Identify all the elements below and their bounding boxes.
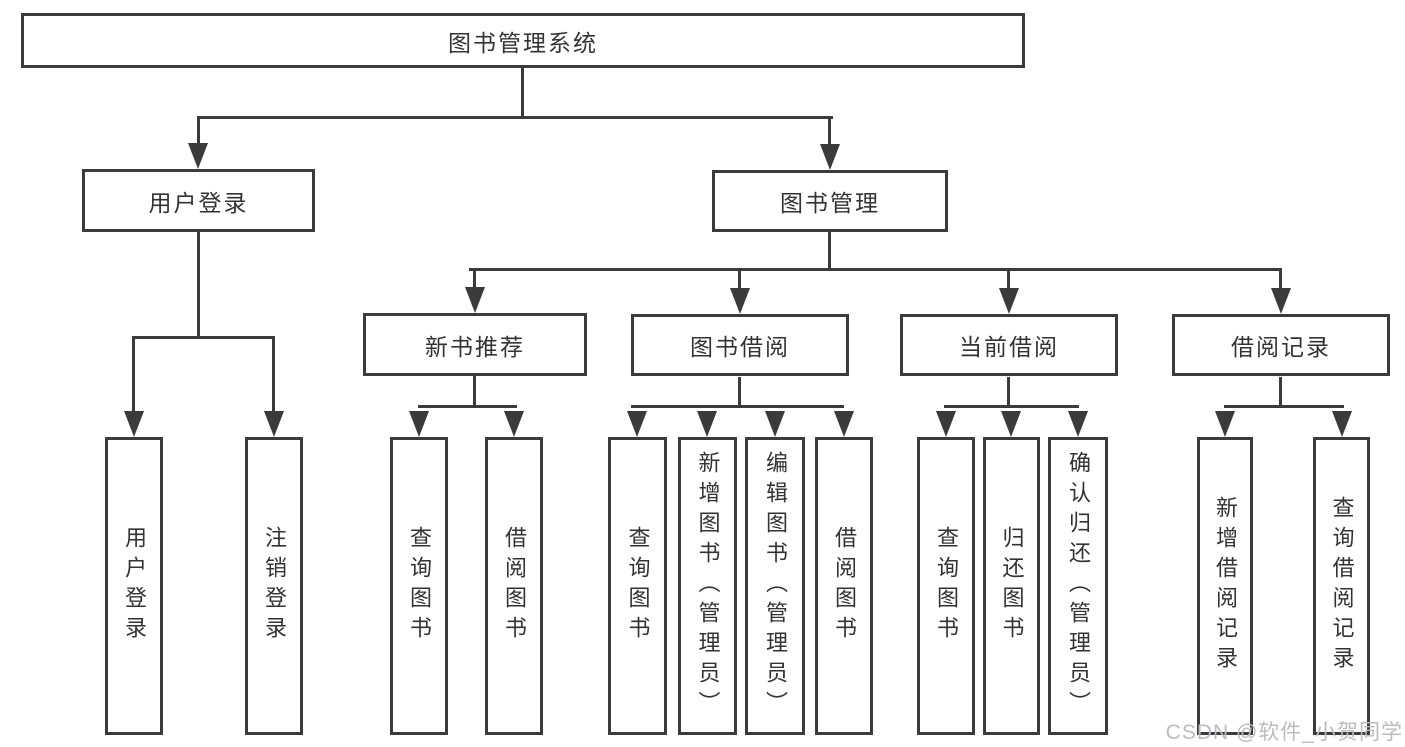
node-label: 确认归还（管理员） [1066, 451, 1091, 721]
connector-stem [1007, 271, 1010, 289]
node-new-book-recommendation: 新书推荐 [363, 313, 587, 376]
leaf-return-books: 归还图书 [983, 437, 1040, 735]
leaf-logout: 注销登录 [245, 437, 303, 735]
node-book-borrowing: 图书借阅 [631, 314, 849, 376]
arrow-down-icon [627, 411, 647, 437]
arrow-down-icon [504, 411, 524, 437]
connector-stem [828, 232, 831, 270]
connector-group2-bar [418, 405, 517, 408]
connector-level3-bar [469, 268, 1282, 271]
connector-group5-bar [1224, 405, 1344, 408]
csdn-watermark: CSDN @软件_小贺同学 [1165, 721, 1403, 744]
arrow-down-icon [409, 411, 429, 437]
arrow-down-icon [1215, 411, 1235, 437]
arrow-down-icon [820, 144, 840, 170]
connector-root-stem [521, 68, 524, 119]
node-label: 借阅记录 [1231, 334, 1331, 360]
arrow-down-icon [264, 411, 284, 437]
node-label: 注销登录 [262, 526, 287, 646]
leaf-query-books: 查询图书 [390, 437, 448, 735]
connector-stem [1279, 271, 1282, 289]
arrow-down-icon [936, 411, 956, 437]
leaf-add-books-admin: 新增图书（管理员） [678, 437, 737, 735]
leaf-user-login: 用户登录 [105, 437, 163, 735]
arrow-down-icon [465, 287, 485, 313]
arrow-down-icon [1001, 411, 1021, 437]
node-label: 新增借阅记录 [1213, 496, 1238, 676]
connector-stem [828, 119, 831, 146]
node-label: 新书推荐 [425, 333, 525, 360]
arrow-down-icon [1332, 411, 1352, 437]
node-current-borrowing: 当前借阅 [900, 314, 1118, 376]
node-book-management: 图书管理 [712, 170, 948, 232]
connector-stem [473, 376, 476, 405]
node-label: 编辑图书（管理员） [763, 451, 788, 721]
arrow-down-icon [765, 411, 785, 437]
arrow-down-icon [834, 411, 854, 437]
leaf-borrow-books: 借阅图书 [485, 437, 543, 735]
node-label: 借阅图书 [832, 526, 857, 646]
node-label: 查询图书 [934, 526, 959, 646]
connector-stem [197, 232, 200, 336]
leaf-confirm-return-admin: 确认归还（管理员） [1048, 437, 1108, 735]
connector-stem [1279, 377, 1282, 405]
connector-stem [738, 271, 741, 289]
arrow-down-icon [697, 411, 717, 437]
connector-group3-bar [631, 405, 844, 408]
connector-stem [1007, 377, 1010, 405]
connector-stem [132, 339, 135, 412]
leaf-edit-books-admin: 编辑图书（管理员） [745, 437, 805, 735]
leaf-query-borrow-record: 查询借阅记录 [1313, 437, 1370, 735]
node-label: 新增图书（管理员） [695, 451, 721, 721]
node-label: 借阅图书 [502, 526, 527, 646]
node-label: 图书借阅 [690, 334, 790, 360]
connector-level2-bar [197, 116, 833, 119]
arrow-down-icon [1068, 411, 1088, 437]
node-label: 归还图书 [999, 526, 1025, 646]
arrow-down-icon [188, 143, 208, 169]
leaf-add-borrow-record: 新增借阅记录 [1197, 437, 1253, 735]
arrow-down-icon [999, 288, 1019, 314]
node-user-login: 用户登录 [82, 169, 315, 232]
connector-stem [473, 271, 476, 289]
node-label: 图书管理 [780, 190, 880, 216]
connector-stem [738, 377, 741, 405]
node-borrowing-records: 借阅记录 [1172, 314, 1390, 376]
leaf-borrow-books: 借阅图书 [815, 437, 873, 735]
leaf-query-books: 查询图书 [917, 437, 975, 735]
node-label: 用户登录 [148, 189, 249, 216]
node-label: 用户登录 [122, 526, 147, 646]
connector-stem [197, 119, 200, 146]
node-label: 查询借阅记录 [1329, 496, 1355, 676]
node-label: 查询图书 [625, 526, 651, 646]
connector-group4-bar [944, 405, 1079, 408]
arrow-down-icon [730, 288, 750, 314]
connector-stem [272, 339, 275, 412]
node-label: 查询图书 [407, 526, 432, 646]
connector-group1-bar [132, 336, 275, 339]
arrow-down-icon [1271, 288, 1291, 314]
node-root-library-system: 图书管理系统 [21, 13, 1025, 68]
arrow-down-icon [124, 411, 144, 437]
node-label: 当前借阅 [959, 334, 1059, 360]
leaf-query-books: 查询图书 [608, 437, 667, 735]
node-label: 图书管理系统 [448, 29, 598, 56]
